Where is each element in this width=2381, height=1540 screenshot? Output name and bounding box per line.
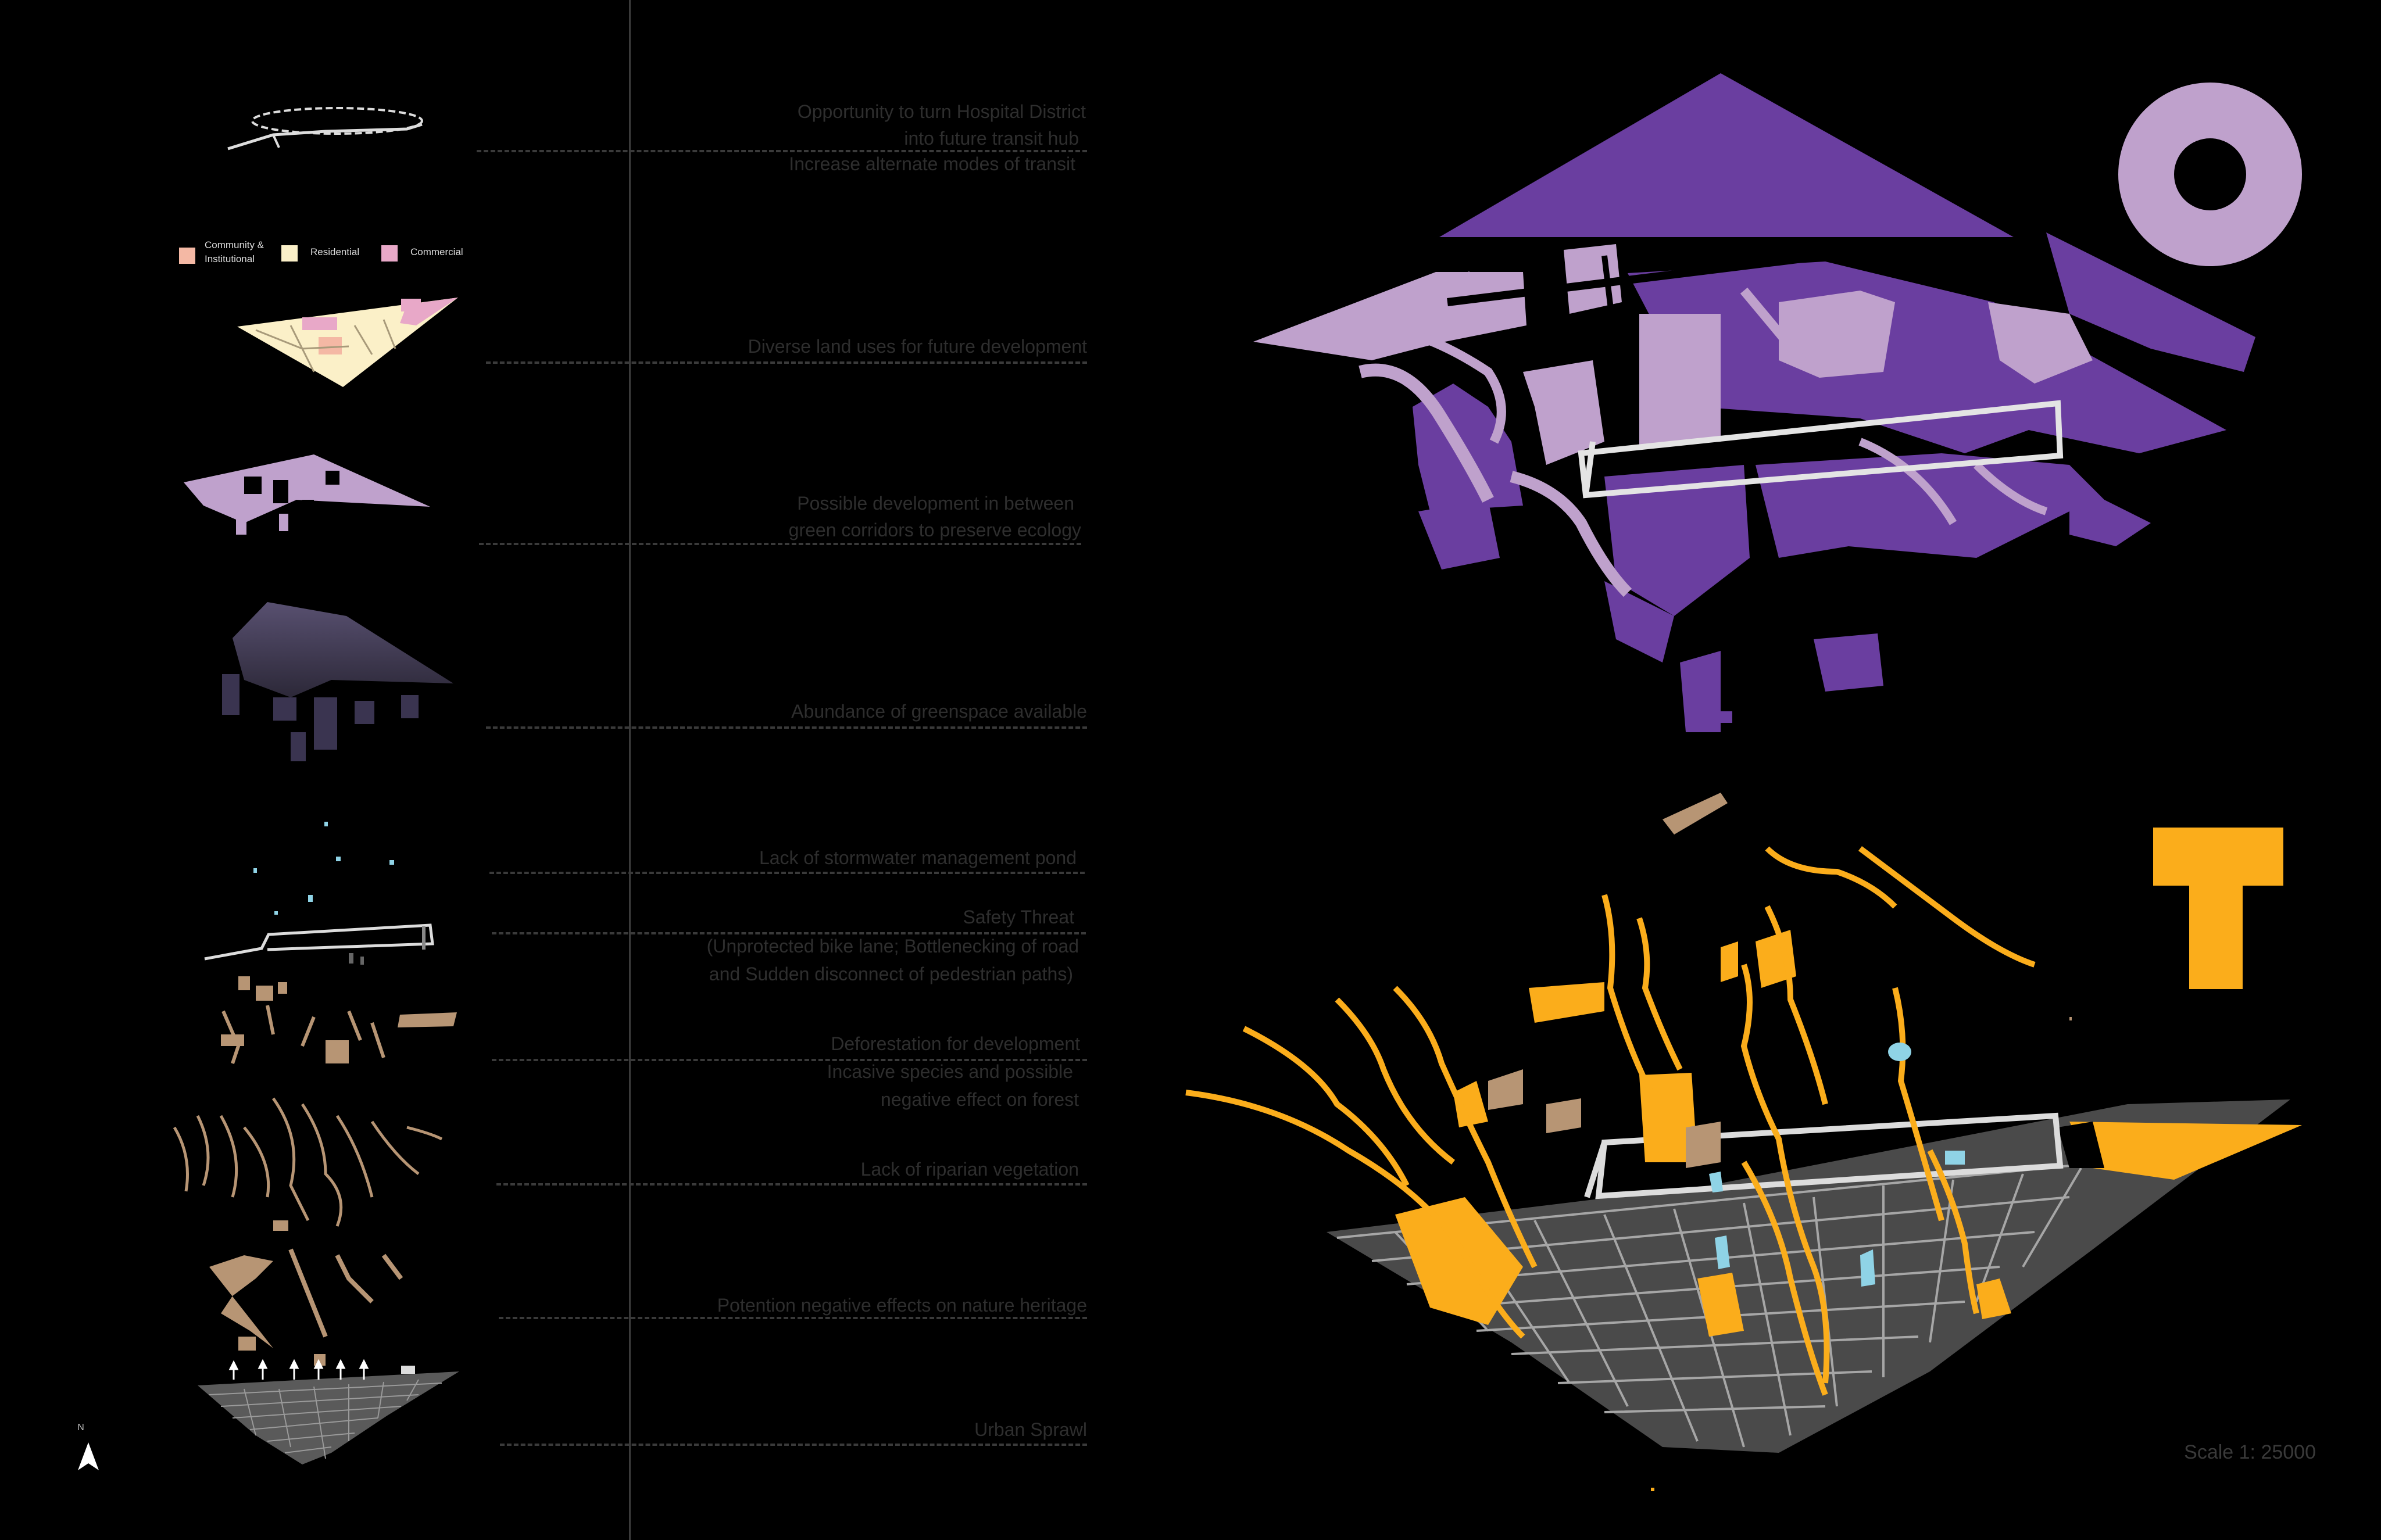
legend-label-commercial: Commercial: [410, 246, 463, 257]
land-use-legend: Community & Institutional Residential Co…: [179, 239, 481, 274]
legend-label-community-2: Institutional: [205, 253, 255, 264]
note-deforestation-2: Incasive species and possible: [827, 1061, 1073, 1082]
legend-label-residential: Residential: [310, 246, 360, 257]
note-transit-hub-2: into future transit hub: [904, 128, 1079, 149]
layer-safety-roads: [204, 923, 434, 965]
leader-line-5: [489, 872, 1085, 874]
note-riparian: Lack of riparian vegetation: [860, 1159, 1079, 1180]
note-land-uses: Diverse land uses for future development: [748, 336, 1087, 357]
note-safety-3: and Sudden disconnect of pedestrian path…: [709, 964, 1073, 984]
leader-line-6: [492, 932, 1086, 934]
note-nature-heritage: Potention negative effects on nature her…: [717, 1295, 1087, 1316]
layer-stormwater: [253, 822, 394, 915]
map-fragment: [1663, 793, 1728, 835]
leader-line-2: [486, 361, 1087, 364]
north-arrow-icon: [78, 1442, 99, 1470]
note-deforestation-1: Deforestation for development: [831, 1033, 1080, 1054]
vertical-divider: [629, 0, 631, 1540]
big-letter-t: [2153, 828, 2283, 989]
map-threats: [1185, 846, 2302, 1491]
leader-line-8: [496, 1183, 1087, 1186]
layer-riparian: [173, 1097, 443, 1227]
legend-swatch-residential: [281, 245, 298, 262]
layer-hospital-outline: [227, 107, 423, 151]
note-greenspace: Abundance of greenspace available: [791, 701, 1087, 722]
note-deforestation-3: negative effect on forest: [881, 1089, 1079, 1110]
legend-swatch-commercial: [381, 245, 398, 262]
leader-line-3: [479, 543, 1081, 545]
layer-urban-sprawl: [198, 1359, 459, 1464]
leader-line-10: [500, 1444, 1087, 1446]
map-opportunities: [1253, 73, 2255, 732]
layer-land-use: [237, 298, 458, 387]
note-development-1: Possible development in between: [797, 493, 1074, 514]
note-stormwater: Lack of stormwater management pond: [759, 847, 1077, 868]
note-safety-1: Safety Threat: [963, 907, 1074, 927]
legend-label-community: Community &: [205, 239, 264, 250]
note-safety-2: (Unprotected bike lane; Bottlenecking of…: [706, 936, 1079, 957]
legend-swatch-community: [179, 248, 195, 264]
scale-label: Scale 1: 25000: [2184, 1441, 2316, 1463]
layer-deforestation: [221, 976, 457, 1064]
leader-line-4: [486, 726, 1087, 729]
note-urban-sprawl: Urban Sprawl: [974, 1419, 1087, 1440]
layer-greenspace: [222, 602, 453, 761]
layer-development: [184, 454, 430, 535]
leader-line-7: [492, 1059, 1087, 1061]
note-transit-hub-3: Increase alternate modes of transit: [789, 153, 1075, 174]
big-letter-o: [2118, 83, 2302, 266]
note-development-2: green corridors to preserve ecology: [788, 520, 1081, 540]
note-transit-hub-1: Opportunity to turn Hospital District: [797, 101, 1086, 122]
leader-line-9: [499, 1317, 1087, 1319]
north-label: N: [77, 1423, 84, 1432]
leader-line-1: [477, 150, 1087, 152]
layer-nature-heritage: [209, 1220, 403, 1366]
